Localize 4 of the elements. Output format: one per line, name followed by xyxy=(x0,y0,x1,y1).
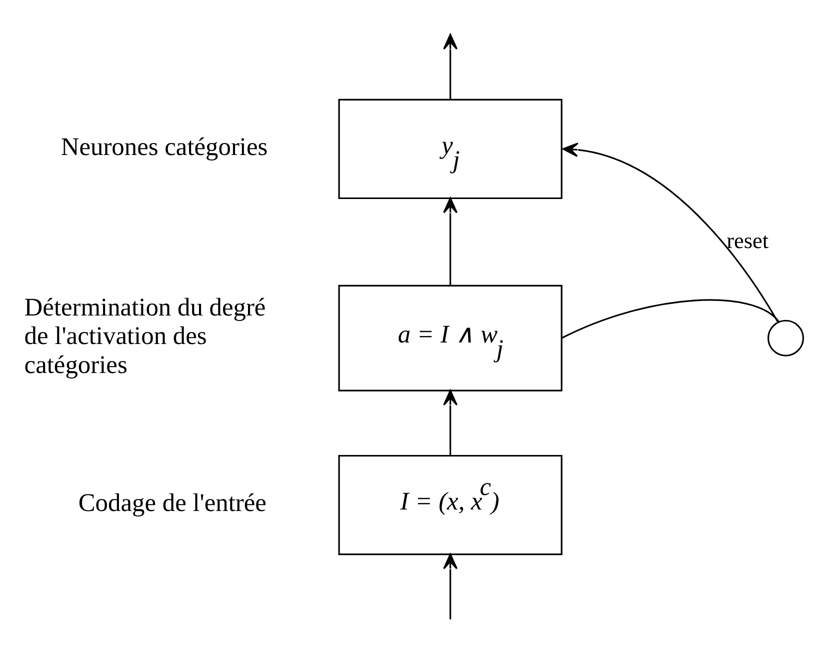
node-label: Neurones catégories xyxy=(60,132,268,160)
node-label: Codage de l'entrée xyxy=(78,488,266,517)
edge-label: reset xyxy=(726,227,769,252)
node-label: Détermination du degré de l'activation des catégories xyxy=(24,292,266,378)
